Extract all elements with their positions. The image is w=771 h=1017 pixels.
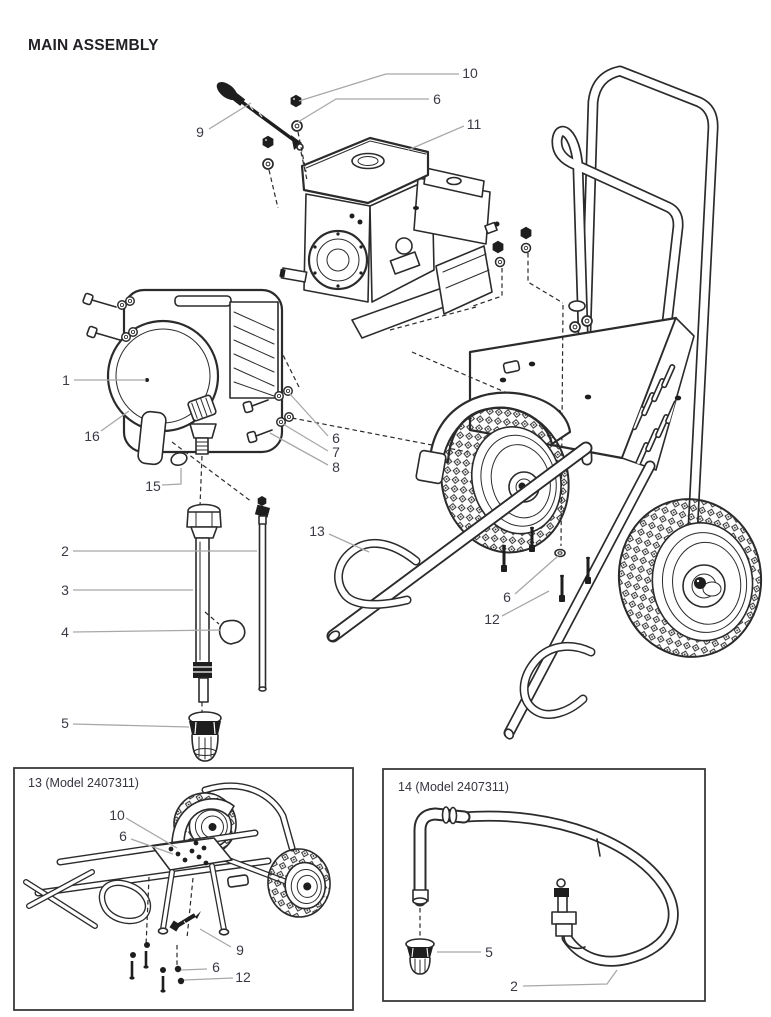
fuel-tank [300, 136, 430, 205]
callout-leader-13 [328, 533, 370, 553]
callout-leader-9 [208, 102, 252, 130]
bolt [529, 526, 535, 552]
callout-leader-8 [269, 432, 329, 466]
callout-leader-2 [522, 969, 618, 987]
engine-illustration [279, 136, 532, 339]
recoil-starter [307, 229, 369, 291]
inset-14 [382, 768, 706, 1002]
inset-13-title: 13 (Model 2407311) [28, 776, 139, 790]
callout-label-15: 15 [145, 478, 161, 494]
tube-clip [218, 619, 246, 645]
pump-mount-bolts-left [82, 292, 138, 342]
inset-14-border [382, 768, 706, 1002]
inset-13-border [13, 767, 354, 1011]
cart-frame-bars [327, 448, 650, 740]
pump-illustration [82, 288, 294, 507]
callout-label-8: 8 [332, 459, 340, 475]
inset-13-bolt-9 [169, 911, 201, 932]
callout-label-9: 9 [196, 124, 204, 140]
ignition-cable-and-fasteners [216, 82, 304, 170]
callout-label-6: 6 [212, 959, 220, 975]
callout-label-5: 5 [61, 715, 69, 731]
left-wheel [415, 391, 572, 554]
callout-leader-11 [407, 125, 465, 151]
callout-label-10: 10 [462, 65, 478, 81]
plug-15 [170, 451, 188, 467]
callout-leader-7 [282, 423, 329, 452]
inset-14-strainer [405, 938, 435, 975]
callout-leader-6 [180, 968, 208, 971]
callout-label-3: 3 [61, 582, 69, 598]
bolt [501, 544, 507, 572]
suction-tube-set [186, 496, 271, 762]
callout-label-16: 16 [84, 428, 100, 444]
inset-14-elbow-fitting [551, 878, 586, 950]
bolt [585, 556, 591, 584]
pump-mount-bolts-right [242, 386, 294, 444]
bolt [559, 574, 565, 602]
callout-leader-6 [130, 838, 174, 855]
return-tube [254, 496, 271, 692]
callout-label-9: 9 [236, 942, 244, 958]
frame-mount-bolts [501, 526, 591, 602]
page-title: MAIN ASSEMBLY [28, 37, 159, 54]
callout-leader-12 [183, 977, 234, 981]
callout-leader-5 [72, 723, 190, 728]
callout-label-6: 6 [332, 430, 340, 446]
suction-tube [195, 537, 210, 665]
callout-label-4: 4 [61, 624, 69, 640]
callout-leader-9 [199, 928, 232, 948]
callout-label-13: 13 [309, 523, 325, 539]
callout-leader-15 [161, 468, 182, 486]
inset-13-hardware [129, 942, 185, 993]
callout-label-6: 6 [433, 91, 441, 107]
callout-leader-16 [100, 410, 130, 432]
callout-label-12: 12 [235, 969, 251, 985]
callout-leader-12 [501, 590, 550, 617]
callout-leader-lines [72, 73, 618, 987]
callout-label-12: 12 [484, 611, 500, 627]
callout-label-7: 7 [332, 444, 340, 460]
callout-label-6: 6 [503, 589, 511, 605]
callout-leader-6 [297, 98, 429, 123]
inlet-strainer [188, 711, 222, 762]
callout-label-10: 10 [109, 807, 125, 823]
callout-label-11: 11 [466, 116, 482, 132]
callout-leader-6 [289, 393, 329, 437]
callout-label-1: 1 [62, 372, 70, 388]
callout-label-2: 2 [61, 543, 69, 559]
callout-leader-4 [72, 629, 222, 633]
callout-label-5: 5 [485, 944, 493, 960]
inset-14-title: 14 (Model 2407311) [398, 780, 509, 794]
washer [554, 548, 566, 558]
fuel-cap [351, 152, 385, 170]
callout-label-6: 6 [119, 828, 127, 844]
right-wheel [617, 498, 763, 658]
pressure-knob [187, 394, 217, 422]
callout-leader-10 [125, 817, 178, 849]
callout-label-2: 2 [510, 978, 518, 994]
inset-13 [13, 767, 354, 1011]
handle-collar [568, 300, 586, 312]
callout-leader-10 [298, 73, 459, 102]
callout-leader-6 [514, 555, 559, 595]
